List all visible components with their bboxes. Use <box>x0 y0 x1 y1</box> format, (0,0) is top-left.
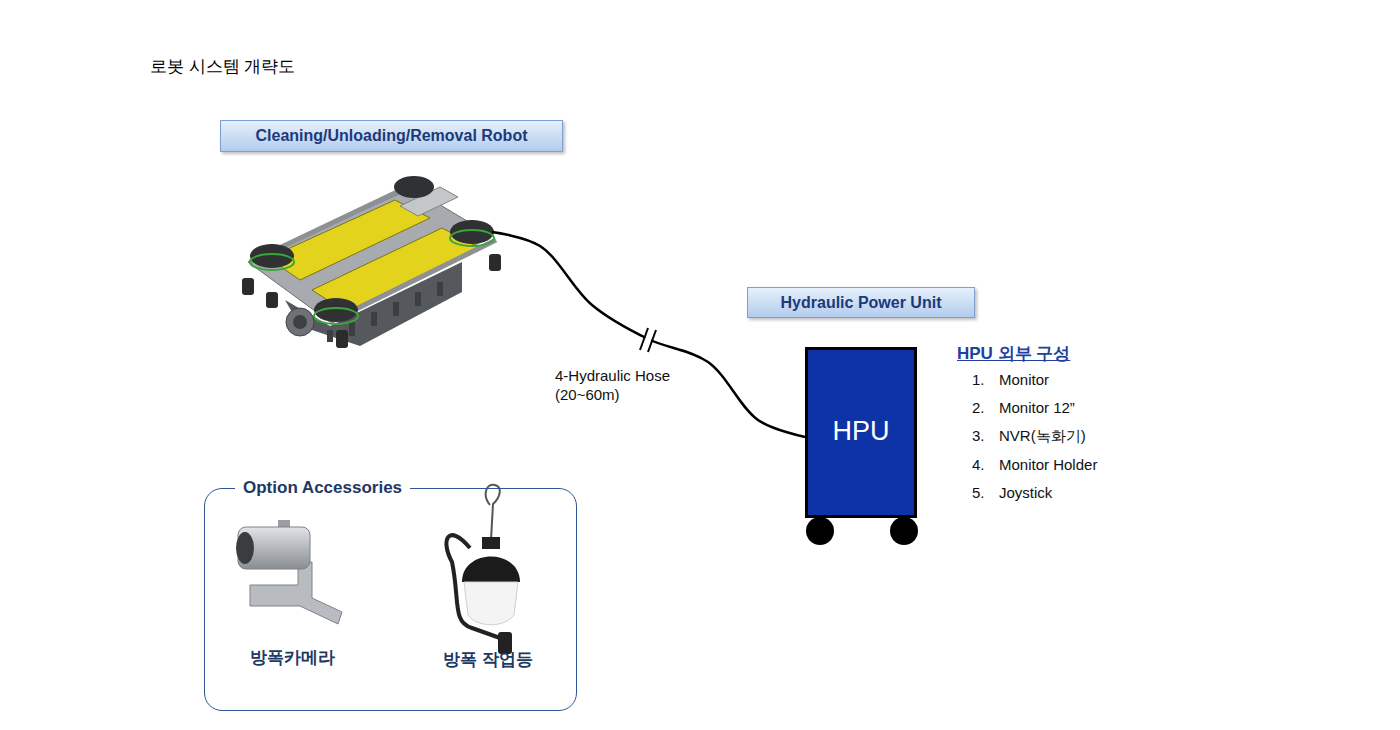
robot-node: Cleaning/Unloading/Removal Robot <box>220 120 492 355</box>
hpu-wheels <box>806 517 918 545</box>
camera-illustration <box>236 520 342 624</box>
callout-number: 4. <box>972 456 985 474</box>
group-heading: Option Accessories <box>235 476 410 500</box>
list-item: Monitor Holder <box>999 456 1097 474</box>
cabinet-label: HPU <box>808 413 914 449</box>
callout-number: 1. <box>972 371 985 389</box>
list-item: Monitor 12” <box>999 399 1075 417</box>
callout-number: 2. <box>972 399 985 417</box>
lamp-illustration <box>446 485 520 654</box>
hose-break-mark <box>640 328 656 352</box>
list-item: Monitor <box>999 371 1049 389</box>
list-item: NVR(녹화기) <box>999 427 1086 445</box>
diagram-title: 로봇 시스템 개략도 <box>150 55 295 78</box>
unit-title-box: Hydraulic Power Unit <box>747 287 975 318</box>
hose-label: 4-Hydraulic Hose (20~60m) <box>555 366 683 404</box>
robot-illustration <box>242 176 501 348</box>
callout-number: 5. <box>972 484 985 502</box>
hpu-cabinet: Hydraulic Power UnitHPU <box>805 347 917 518</box>
callout-number: 3. <box>972 427 985 445</box>
accessory-name: 방폭카메라 <box>212 647 372 669</box>
accessory-name: 방폭 작업등 <box>408 649 568 671</box>
list-item: Joystick <box>999 484 1052 502</box>
list-heading: HPU 외부 구성 <box>957 343 1070 365</box>
hydraulic-hose <box>492 232 805 437</box>
accessory-group: Option Accessories <box>204 488 577 711</box>
robot-title-box: Cleaning/Unloading/Removal Robot <box>220 120 563 152</box>
